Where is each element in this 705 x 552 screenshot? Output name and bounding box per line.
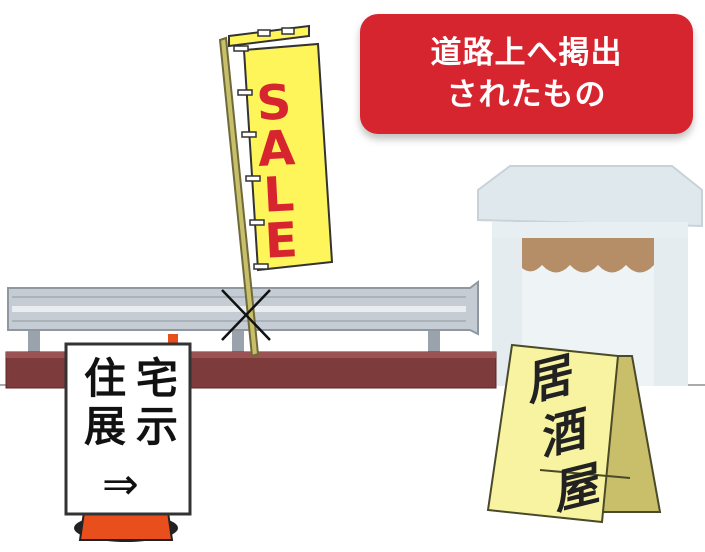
nobori-top-loop bbox=[257, 29, 271, 37]
guardrail-post bbox=[428, 330, 440, 354]
signboard-weight bbox=[78, 511, 174, 541]
signboard-char: 示 bbox=[136, 402, 179, 451]
nobori-chichi bbox=[241, 131, 257, 138]
signboard-char: 展 bbox=[84, 402, 127, 451]
signboard-arrow: ⇒ bbox=[102, 459, 139, 510]
nobori-pole bbox=[218, 36, 260, 358]
nobori-chichi bbox=[249, 219, 265, 226]
caption-line-2: されたもの bbox=[446, 77, 607, 113]
signboard-panel bbox=[64, 342, 192, 516]
a-frame-char: 屋 bbox=[545, 456, 604, 520]
a-frame-sign bbox=[486, 343, 662, 524]
nobori-top-loop bbox=[281, 27, 295, 35]
caption-line-1: 道路上へ掲出 bbox=[430, 35, 623, 71]
signboard-char: 宅 bbox=[136, 354, 179, 403]
nobori-flag bbox=[218, 24, 334, 358]
storefront-pillar-right bbox=[654, 238, 688, 386]
storefront-roof bbox=[477, 165, 703, 228]
nobori-chichi bbox=[245, 175, 261, 182]
caption-badge: 道路上へ掲出 されたもの bbox=[360, 14, 693, 134]
standing-signboard bbox=[64, 334, 192, 542]
nobori-chichi bbox=[233, 45, 249, 52]
storefront-beam bbox=[492, 222, 688, 240]
guardrail-post bbox=[28, 330, 40, 354]
nobori-chichi bbox=[237, 89, 253, 96]
storefront-awning bbox=[522, 238, 654, 273]
a-frame-hinge bbox=[539, 469, 631, 479]
signboard-char: 住 bbox=[84, 354, 127, 403]
guardrail-post bbox=[232, 330, 244, 354]
storefront-building bbox=[477, 165, 703, 386]
nobori-banner bbox=[242, 42, 334, 272]
nobori-chichi bbox=[253, 263, 269, 270]
tie-mark bbox=[221, 289, 271, 341]
a-frame-front bbox=[486, 343, 620, 524]
nobori-text: S A L E bbox=[240, 74, 316, 270]
nobori-letter: E bbox=[263, 212, 300, 270]
